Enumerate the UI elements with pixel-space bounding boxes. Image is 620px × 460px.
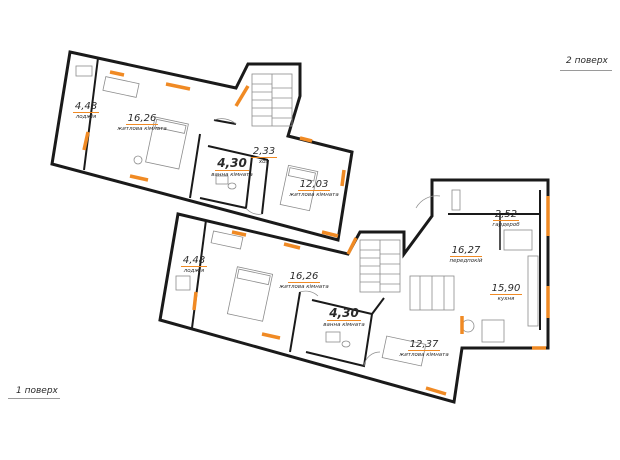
floor-divider-first bbox=[8, 398, 60, 399]
room-area: 2,52 bbox=[492, 209, 520, 221]
room-name: житлова кімната bbox=[279, 284, 329, 290]
upper-outer-wall bbox=[50, 50, 354, 242]
room-area: 4,48 bbox=[72, 101, 100, 113]
room-name: гардероб bbox=[492, 222, 520, 228]
room-name: житлова кімната bbox=[399, 352, 449, 358]
room-name: ванна кімната bbox=[211, 172, 253, 178]
room-lower-bathroom: 4,30 ванна кімната bbox=[316, 302, 372, 329]
upper-floor-plan bbox=[50, 50, 354, 242]
room-lower-bedroom-2: 12,37 житлова кімната bbox=[394, 332, 454, 359]
room-area: 4,30 bbox=[327, 306, 361, 321]
room-lower-bedroom: 16,26 житлова кімната bbox=[274, 264, 334, 291]
room-area: 16,26 bbox=[125, 113, 159, 125]
room-upper-bathroom: 4,30 ванна кімната bbox=[204, 152, 260, 179]
floor-label-first: 1 поверх bbox=[16, 386, 58, 396]
floor-divider-second bbox=[560, 70, 612, 71]
room-name: хол bbox=[258, 159, 270, 165]
floor-label-second: 2 поверх bbox=[566, 56, 608, 66]
room-upper-hall: 2,33 хол bbox=[244, 139, 284, 166]
room-area: 16,26 bbox=[287, 271, 321, 283]
room-lower-wardrobe: 2,52 гардероб bbox=[486, 202, 526, 229]
lower-outer-wall bbox=[158, 178, 550, 404]
room-upper-loggia: 4,48 лоджія bbox=[66, 94, 106, 121]
room-name: кухня bbox=[497, 296, 515, 302]
room-area: 16,27 bbox=[449, 245, 483, 257]
room-lower-kitchen: 15,90 кухня bbox=[486, 276, 526, 303]
room-area: 4,30 bbox=[215, 156, 249, 171]
room-name: лоджія bbox=[75, 114, 97, 120]
room-name: житлова кімната bbox=[117, 126, 167, 132]
room-name: ванна кімната bbox=[323, 322, 365, 328]
room-area: 12,37 bbox=[407, 339, 441, 351]
room-lower-loggia: 4,48 лоджія bbox=[174, 248, 214, 275]
room-area: 15,90 bbox=[489, 283, 523, 295]
room-lower-hallway: 16,27 передпокій bbox=[446, 238, 486, 265]
room-upper-bedroom-2: 12,03 житлова кімната bbox=[284, 172, 344, 199]
room-area: 2,33 bbox=[250, 146, 278, 158]
room-upper-bedroom: 16,26 житлова кімната bbox=[112, 106, 172, 133]
room-name: житлова кімната bbox=[289, 192, 339, 198]
lower-floor-plan bbox=[158, 178, 550, 404]
room-name: лоджія bbox=[183, 268, 205, 274]
room-area: 4,48 bbox=[180, 255, 208, 267]
room-area: 12,03 bbox=[297, 179, 331, 191]
room-name: передпокій bbox=[449, 258, 483, 264]
